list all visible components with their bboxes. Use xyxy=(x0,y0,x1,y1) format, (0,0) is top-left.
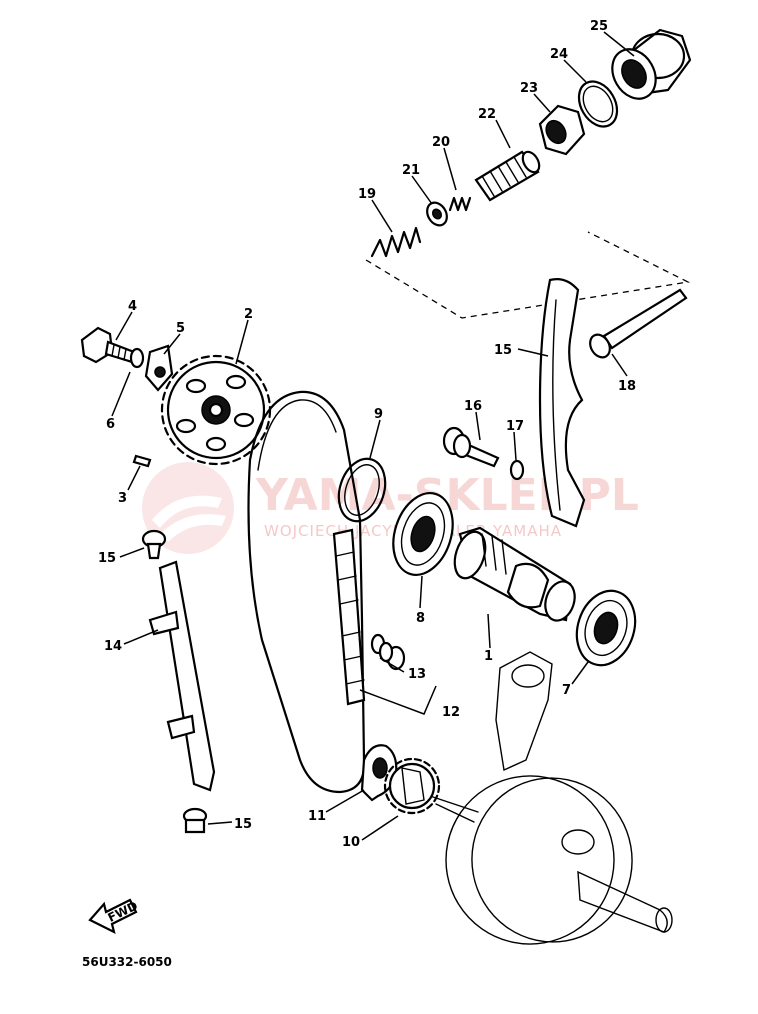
callout-15-top: 15 xyxy=(98,551,116,566)
part-16-chain-guide xyxy=(538,278,586,528)
part-21-spring xyxy=(448,196,472,212)
callout-11: 11 xyxy=(308,809,326,824)
callout-20: 19 xyxy=(358,187,376,202)
part-3-dowel-pin xyxy=(132,454,152,468)
callout-4: 4 xyxy=(128,299,137,314)
leader-lines xyxy=(111,31,635,841)
callout-7: 7 xyxy=(562,683,571,698)
callout-12: 12 xyxy=(442,705,460,720)
callout-labels: 25 24 23 22 20 21 19 15 18 16 17 4 5 2 6… xyxy=(98,19,636,850)
part-5-lock-plate xyxy=(144,344,174,392)
part-24-nut xyxy=(538,104,586,156)
callout-24: 23 xyxy=(520,81,538,96)
part-20-spring xyxy=(370,226,422,258)
part-11-plate xyxy=(360,744,398,802)
callout-23: 22 xyxy=(478,107,496,122)
diagram-part-code: 56U332-6050 xyxy=(82,955,172,969)
callout-1: 1 xyxy=(484,649,493,664)
callout-13: 13 xyxy=(408,667,426,682)
part-25-o-ring xyxy=(577,80,619,128)
part-4-bolt xyxy=(80,326,136,364)
callout-14: 14 xyxy=(104,639,122,654)
callout-6: 6 xyxy=(106,417,115,432)
forward-arrow-icon: FWD xyxy=(88,898,140,935)
part-13-joint-link xyxy=(370,633,406,671)
part-6-washer xyxy=(129,347,145,369)
callout-8: 8 xyxy=(416,611,425,626)
part-2-cam-sprocket xyxy=(160,354,272,466)
part-19-bolt xyxy=(589,288,688,359)
callout-26: 25 xyxy=(590,19,608,34)
callout-9: 9 xyxy=(374,407,383,422)
part-8-bearing xyxy=(392,492,454,576)
callout-16: 15 xyxy=(494,343,512,358)
part-7-bearing xyxy=(575,589,637,667)
part-9-circlip xyxy=(337,457,387,523)
part-12-chain-segment xyxy=(332,528,366,706)
part-15-screw-top xyxy=(141,529,167,560)
callout-18: 17 xyxy=(506,419,524,434)
part-18-washer xyxy=(509,459,525,481)
part-23-tensioner-rod xyxy=(474,150,541,202)
callout-17: 16 xyxy=(464,399,482,414)
part-14-chain-guide xyxy=(148,560,216,792)
callout-3: 3 xyxy=(118,491,127,506)
callout-21: 20 xyxy=(432,135,450,150)
watermark-logo xyxy=(142,462,234,554)
callout-15-bottom: 15 xyxy=(234,817,252,832)
callout-25: 24 xyxy=(550,47,568,62)
part-26-cap-nut xyxy=(611,28,692,100)
crankshaft xyxy=(429,651,673,945)
callout-22: 21 xyxy=(402,163,420,178)
part-22-washer xyxy=(426,201,448,227)
part-1-camshaft xyxy=(453,526,576,622)
callout-2: 2 xyxy=(244,307,253,322)
part-15-screw-bottom xyxy=(182,807,208,834)
part-10-crank-sprocket xyxy=(383,757,441,815)
part-17-bolt xyxy=(442,426,500,468)
callout-19: 18 xyxy=(618,379,636,394)
tensioner-group-bracket xyxy=(365,231,691,319)
cam-chain xyxy=(247,390,366,794)
callout-5: 5 xyxy=(176,321,185,336)
callout-10: 10 xyxy=(342,835,360,850)
